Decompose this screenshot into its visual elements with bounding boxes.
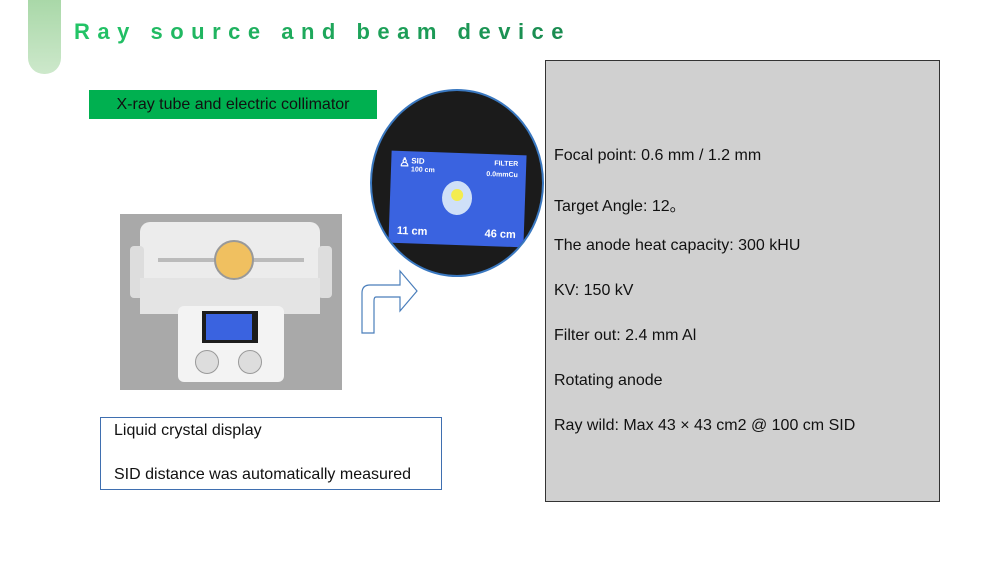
specifications-panel: Focal point: 0.6 mm / 1.2 mm Target Angl… bbox=[545, 60, 940, 502]
decorative-tube-graphic bbox=[28, 0, 61, 74]
filter-label: FILTER bbox=[494, 160, 519, 169]
left-distance: 11 cm bbox=[396, 224, 428, 238]
spec-item: Rotating anode bbox=[554, 372, 663, 389]
spec-item: Ray wild: Max 43 × 43 cm2 @ 100 cm SID bbox=[554, 417, 856, 434]
sid-icon: ♙ bbox=[399, 154, 411, 170]
spec-item: Focal point: 0.6 mm / 1.2 mm bbox=[554, 147, 762, 164]
lcd-caption-box: Liquid crystal display SID distance was … bbox=[100, 417, 442, 490]
lcd-screen: ♙ SID 100 cm FILTER 0.0mmCu 11 cm 46 cm bbox=[388, 150, 527, 248]
lcd-caption-line-2: SID distance was automatically measured bbox=[114, 466, 412, 483]
spec-item: KV: 150 kV bbox=[554, 282, 634, 299]
lcd-closeup-magnifier: ♙ SID 100 cm FILTER 0.0mmCu 11 cm 46 cm bbox=[370, 89, 544, 277]
bent-arrow-icon bbox=[361, 269, 418, 334]
lcd-caption-line-1: Liquid crystal display bbox=[114, 422, 262, 439]
spec-item: Filter out: 2.4 mm Al bbox=[554, 327, 697, 344]
sid-label: SID bbox=[411, 156, 425, 166]
spec-item: The anode heat capacity: 300 kHU bbox=[554, 237, 801, 254]
filter-value: 0.0mmCu bbox=[486, 170, 518, 180]
slide-title: Ray source and beam device bbox=[74, 19, 572, 44]
spec-item: Target Angle: 12。 bbox=[554, 198, 686, 215]
sid-value: 100 cm bbox=[410, 166, 435, 175]
light-bulb-icon bbox=[441, 180, 473, 216]
subtitle-banner: X-ray tube and electric collimator bbox=[89, 90, 377, 119]
right-distance: 46 cm bbox=[484, 227, 516, 242]
xray-tube-photo bbox=[120, 214, 342, 390]
